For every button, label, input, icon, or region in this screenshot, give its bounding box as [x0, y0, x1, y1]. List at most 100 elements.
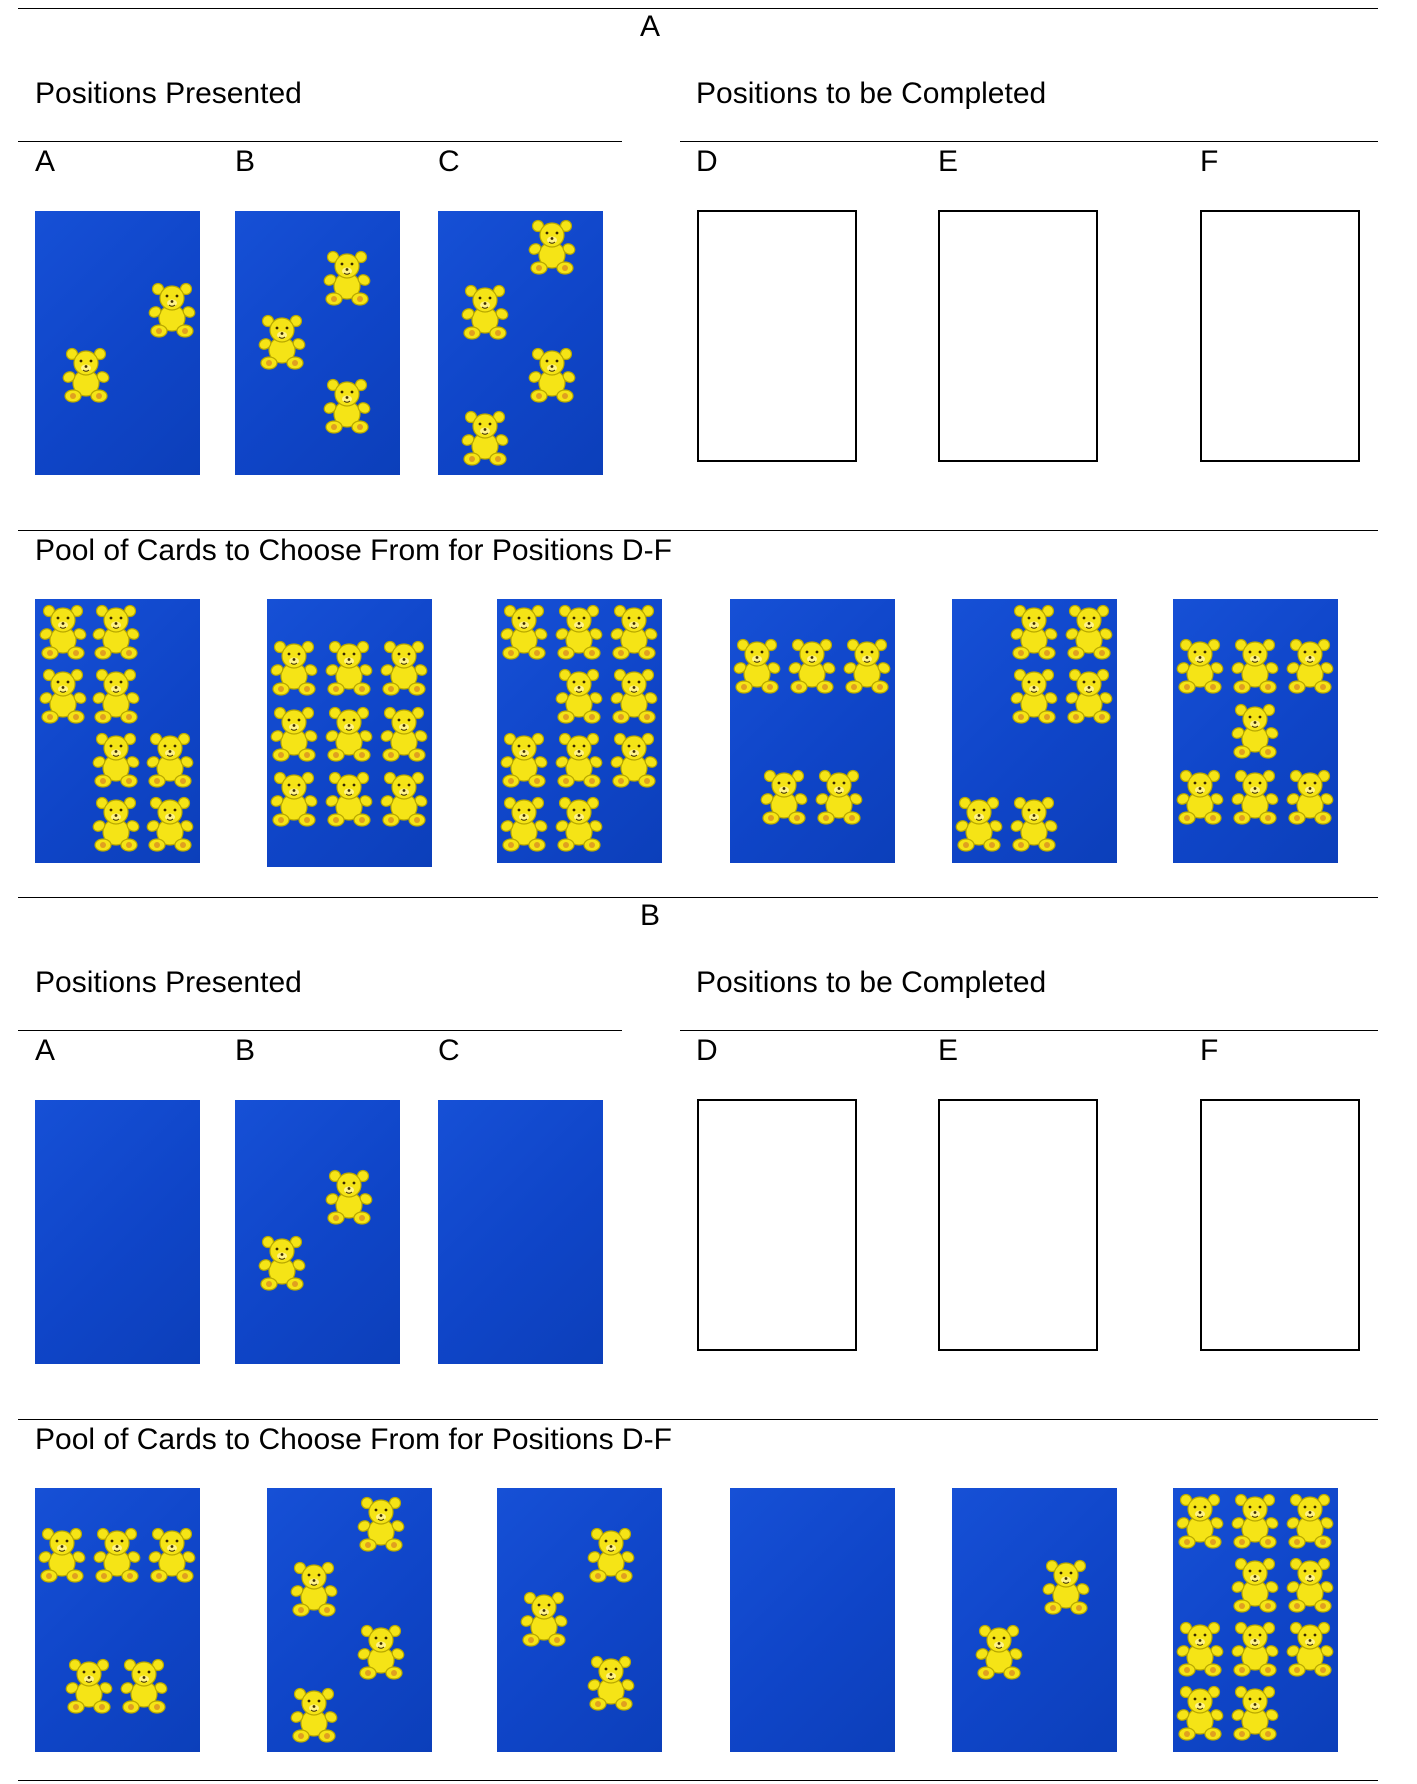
pool-card[interactable]	[267, 599, 432, 867]
teddy-bear-icon	[555, 667, 603, 725]
teddy-bear-icon	[1176, 1684, 1224, 1742]
teddy-bear-icon	[610, 603, 658, 661]
presented-card	[235, 1100, 400, 1364]
teddy-bear-icon	[148, 1526, 196, 1584]
teddy-bear-icon	[1231, 1620, 1279, 1678]
teddy-bear-icon	[92, 731, 140, 789]
completed-rule	[680, 1030, 1378, 1031]
teddy-bear-icon	[258, 1234, 306, 1292]
teddy-bear-icon	[760, 768, 808, 826]
panel-label: B	[639, 899, 661, 932]
teddy-bear-icon	[1286, 1620, 1334, 1678]
pool-card[interactable]	[1173, 1488, 1338, 1752]
pool-title: Pool of Cards to Choose From for Positio…	[35, 1423, 672, 1456]
presented-title: Positions Presented	[35, 77, 302, 110]
teddy-bear-icon	[92, 795, 140, 853]
pool-card[interactable]	[267, 1488, 432, 1752]
empty-card-slot[interactable]	[938, 1099, 1098, 1351]
teddy-bear-icon	[357, 1495, 405, 1553]
teddy-bear-icon	[528, 218, 576, 276]
pool-card[interactable]	[497, 599, 662, 863]
empty-card-slot[interactable]	[697, 1099, 857, 1351]
teddy-bear-icon	[610, 667, 658, 725]
top-rule	[18, 8, 1378, 9]
teddy-bear-icon	[290, 1686, 338, 1744]
position-label: D	[696, 145, 718, 178]
empty-card-slot[interactable]	[1200, 210, 1360, 462]
teddy-bear-icon	[325, 639, 373, 697]
presented-card	[235, 211, 400, 475]
teddy-bear-icon	[1176, 768, 1224, 826]
teddy-bear-icon	[270, 770, 318, 828]
empty-card-slot[interactable]	[697, 210, 857, 462]
position-label: A	[35, 1034, 56, 1067]
position-label: C	[438, 145, 460, 178]
pool-card[interactable]	[730, 1488, 895, 1752]
pool-card[interactable]	[35, 599, 200, 863]
teddy-bear-icon	[955, 795, 1003, 853]
teddy-bear-icon	[38, 1526, 86, 1584]
teddy-bear-icon	[555, 731, 603, 789]
teddy-bear-icon	[587, 1526, 635, 1584]
pool-card[interactable]	[952, 599, 1117, 863]
teddy-bear-icon	[323, 249, 371, 307]
teddy-bear-icon	[1286, 637, 1334, 695]
position-label: B	[235, 145, 256, 178]
position-label: C	[438, 1034, 460, 1067]
teddy-bear-icon	[1286, 768, 1334, 826]
teddy-bear-icon	[843, 637, 891, 695]
presented-title: Positions Presented	[35, 966, 302, 999]
presented-rule	[18, 1030, 622, 1031]
pool-card[interactable]	[35, 1488, 200, 1752]
teddy-bear-icon	[1286, 1556, 1334, 1614]
teddy-bear-icon	[93, 1526, 141, 1584]
teddy-bear-icon	[62, 346, 110, 404]
teddy-bear-icon	[146, 731, 194, 789]
teddy-bear-icon	[1010, 603, 1058, 661]
teddy-bear-icon	[325, 770, 373, 828]
teddy-bear-icon	[1176, 1620, 1224, 1678]
teddy-bear-icon	[323, 377, 371, 435]
teddy-bear-icon	[500, 731, 548, 789]
position-label: D	[696, 1034, 718, 1067]
teddy-bear-icon	[1042, 1558, 1090, 1616]
teddy-bear-icon	[357, 1623, 405, 1681]
teddy-bear-icon	[1065, 603, 1113, 661]
presented-card	[35, 1100, 200, 1364]
teddy-bear-icon	[528, 346, 576, 404]
teddy-bear-icon	[1231, 1556, 1279, 1614]
teddy-bear-icon	[92, 603, 140, 661]
teddy-bear-icon	[788, 637, 836, 695]
teddy-bear-icon	[39, 603, 87, 661]
teddy-bear-icon	[325, 1168, 373, 1226]
pool-title: Pool of Cards to Choose From for Positio…	[35, 534, 672, 567]
bottom-rule	[18, 1780, 1378, 1781]
empty-card-slot[interactable]	[938, 210, 1098, 462]
teddy-bear-icon	[500, 795, 548, 853]
teddy-bear-icon	[258, 313, 306, 371]
pool-card[interactable]	[952, 1488, 1117, 1752]
teddy-bear-icon	[1010, 667, 1058, 725]
pool-card[interactable]	[497, 1488, 662, 1752]
teddy-bear-icon	[120, 1657, 168, 1715]
presented-card	[35, 211, 200, 475]
teddy-bear-icon	[1231, 702, 1279, 760]
teddy-bear-icon	[92, 667, 140, 725]
teddy-bear-icon	[146, 795, 194, 853]
teddy-bear-icon	[975, 1623, 1023, 1681]
pool-card[interactable]	[730, 599, 895, 863]
teddy-bear-icon	[290, 1560, 338, 1618]
teddy-bear-icon	[1010, 795, 1058, 853]
teddy-bear-icon	[461, 409, 509, 467]
pool-card[interactable]	[1173, 599, 1338, 863]
teddy-bear-icon	[587, 1654, 635, 1712]
completed-title: Positions to be Completed	[696, 77, 1047, 110]
completed-rule	[680, 141, 1378, 142]
teddy-bear-icon	[380, 770, 428, 828]
teddy-bear-icon	[733, 637, 781, 695]
teddy-bear-icon	[325, 705, 373, 763]
empty-card-slot[interactable]	[1200, 1099, 1360, 1351]
teddy-bear-icon	[1065, 667, 1113, 725]
teddy-bear-icon	[65, 1657, 113, 1715]
position-label: F	[1200, 145, 1219, 178]
